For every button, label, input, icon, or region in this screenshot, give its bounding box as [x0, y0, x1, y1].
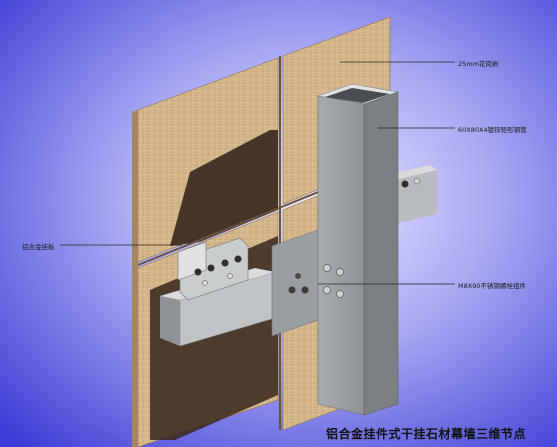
aluminum-hanger [177, 237, 249, 301]
label-steel-tube: 60X80X4镀锌矩形钢管 [458, 126, 527, 134]
label-granite: 25mm花岗岩 [458, 60, 499, 68]
upper-bolt [401, 177, 421, 188]
bolt-assembly [288, 264, 344, 298]
label-aluminum-hanger: 铝合金挂板 [22, 243, 55, 251]
diagram-title: 铝合金挂件式干挂石材幕墙三维节点 [326, 427, 527, 441]
label-bolt-assembly: M8X90不锈钢螺栓组件 [458, 282, 526, 290]
steel-tube [316, 83, 400, 416]
leader-lines [60, 61, 455, 285]
